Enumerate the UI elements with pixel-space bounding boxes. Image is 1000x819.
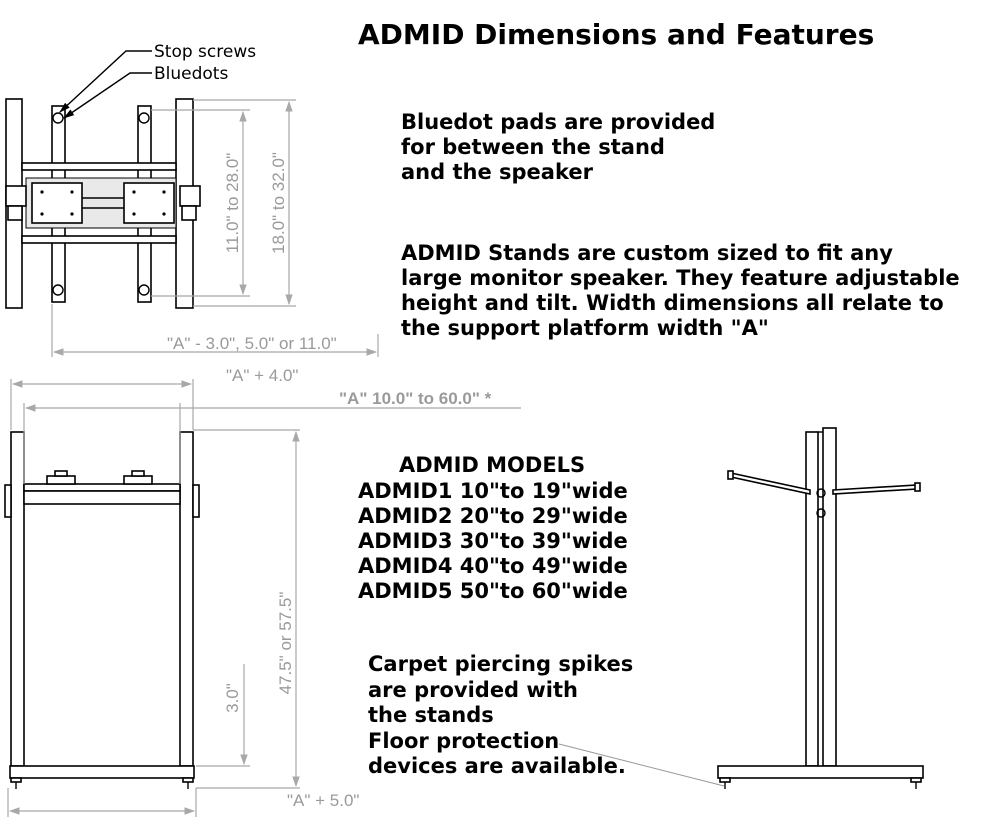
front-view bbox=[4, 431, 200, 789]
spikes-note: Carpet piercing spikes are provided with… bbox=[368, 652, 633, 778]
page-title: ADMID Dimensions and Features bbox=[358, 18, 874, 51]
note-line: and the speaker bbox=[401, 160, 594, 184]
stop-screws-callout: Stop screws bbox=[59, 42, 256, 113]
note-line: Floor protection bbox=[368, 729, 559, 753]
stop-screws-label: Stop screws bbox=[154, 42, 256, 62]
note-line: ADMID Stands are custom sized to fit any bbox=[401, 241, 893, 265]
model-row: ADMID4 40"to 49"wide bbox=[358, 554, 628, 578]
base-height-label: 3.0" bbox=[223, 683, 242, 713]
note-line: are provided with bbox=[368, 678, 578, 702]
custom-sizing-note: ADMID Stands are custom sized to fit any… bbox=[401, 241, 960, 340]
bluedots-callout: Bluedots bbox=[63, 64, 228, 119]
bluedots-label: Bluedots bbox=[154, 64, 228, 84]
models-heading: ADMID MODELS bbox=[399, 453, 585, 477]
top-inner-height-label: 11.0" to 28.0" bbox=[223, 153, 242, 254]
note-line: large monitor speaker. They feature adju… bbox=[401, 266, 960, 290]
model-row: ADMID5 50"to 60"wide bbox=[358, 579, 628, 603]
model-row: ADMID3 30"to 39"wide bbox=[358, 529, 628, 553]
top-width-label: "A" - 3.0", 5.0" or 11.0" bbox=[167, 334, 337, 353]
note-line: the support platform width "A" bbox=[401, 316, 769, 340]
model-row: ADMID2 20"to 29"wide bbox=[358, 504, 628, 528]
note-line: height and tilt. Width dimensions all re… bbox=[401, 291, 944, 315]
note-line: Bluedot pads are provided bbox=[401, 110, 715, 134]
overall-height-label: 47.5" or 57.5" bbox=[276, 592, 295, 695]
side-view bbox=[558, 427, 924, 789]
note-line: Carpet piercing spikes bbox=[368, 652, 633, 676]
bluedot-pads-note: Bluedot pads are provided for between th… bbox=[401, 110, 715, 184]
note-line: for between the stand bbox=[401, 135, 665, 159]
top-view-dimensions: 11.0" to 28.0" 18.0" to 32.0" "A" - 3.0"… bbox=[51, 99, 379, 357]
note-line: devices are available. bbox=[368, 754, 626, 778]
model-row: ADMID1 10"to 19"wide bbox=[358, 479, 628, 503]
front-outer-width-label: "A" + 4.0" bbox=[226, 366, 298, 385]
models-list: ADMID MODELS ADMID1 10"to 19"wide ADMID2… bbox=[358, 453, 628, 603]
note-line: the stands bbox=[368, 703, 494, 727]
platform-width-label: "A" 10.0" to 60.0" * bbox=[339, 389, 492, 408]
top-view bbox=[5, 98, 201, 309]
base-width-label: "A" + 5.0" bbox=[287, 791, 359, 810]
top-outer-height-label: 18.0" to 32.0" bbox=[269, 152, 288, 254]
front-view-dimensions: "A" + 4.0" "A" 10.0" to 60.0" * 47.5" or… bbox=[7, 366, 521, 817]
